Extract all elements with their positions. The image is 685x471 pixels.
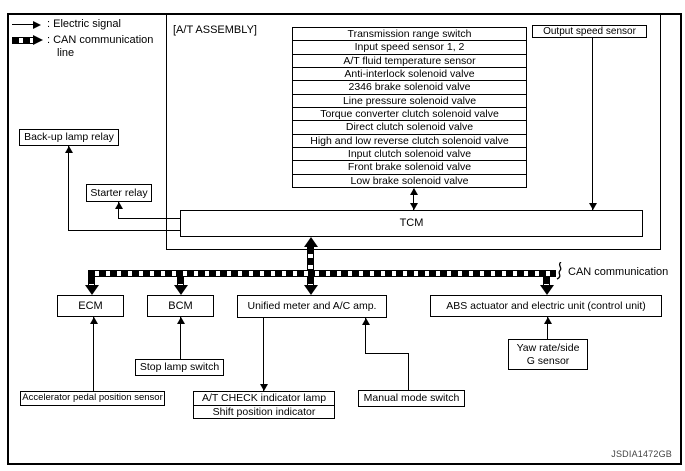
can-abs-drop	[543, 277, 550, 285]
component-line-pressure-solenoid-valve: Line pressure solenoid valve	[293, 95, 526, 108]
yaw-rate-line2: G sensor	[526, 354, 570, 367]
component-input-speed-sensor: Input speed sensor 1, 2	[293, 41, 526, 55]
manual-switch-arrow-icon	[362, 318, 370, 325]
bcm-box: BCM	[147, 295, 214, 317]
component-low-brake-solenoid-valve: Low brake solenoid valve	[350, 174, 469, 187]
legend-electric-arrow-icon	[33, 21, 41, 29]
list-tcm-connector	[413, 189, 414, 210]
unified-atcheck-connector	[263, 318, 264, 391]
legend-can-label: : CAN communication	[47, 34, 154, 46]
stoplamp-bcm-connector	[180, 317, 181, 359]
output-speed-sensor-box: Output speed sensor	[532, 25, 647, 38]
tcm-starter-relay-hline	[118, 218, 180, 219]
yaw-rate-line1: Yaw rate/side	[516, 341, 580, 354]
tcm-box: TCM	[180, 210, 643, 237]
tcm-backup-relay-vline	[68, 146, 69, 231]
stoplamp-bcm-arrow-icon	[177, 317, 185, 324]
shift-position-indicator-box: Shift position indicator	[212, 405, 316, 418]
component-front-brake-solenoid-valve: Front brake solenoid valve	[293, 161, 526, 175]
component-direct-clutch-solenoid-valve: Direct clutch solenoid valve	[293, 121, 526, 135]
can-unified-arrow-down-icon	[304, 285, 318, 295]
at-check-indicator-lamp-box: A/T CHECK indicator lamp	[194, 392, 334, 406]
legend-can-label-line2: line	[57, 47, 75, 59]
ecm-box: ECM	[57, 295, 124, 317]
can-bcm-drop	[177, 277, 184, 285]
figure-code: JSDIA1472GB	[611, 449, 672, 459]
legend-electric-line	[12, 24, 33, 25]
yaw-abs-arrow-icon	[544, 317, 552, 324]
component-anti-interlock-solenoid-valve: Anti-interlock solenoid valve	[293, 68, 526, 82]
list-tcm-arrow-down-icon	[410, 203, 418, 210]
can-brace-icon	[556, 262, 562, 280]
accel-ecm-arrow-icon	[90, 317, 98, 324]
manual-switch-hline	[365, 353, 409, 354]
output-sensor-tcm-arrow-icon	[589, 203, 597, 210]
component-torque-converter-clutch-solenoid-valve: Torque converter clutch solenoid valve	[293, 108, 526, 122]
legend-electric-label: : Electric signal	[47, 18, 121, 30]
manual-switch-vline1	[408, 353, 409, 390]
at-assembly-title: [A/T ASSEMBLY]	[173, 24, 257, 36]
manual-switch-vline2	[365, 318, 366, 354]
accel-ecm-connector	[93, 317, 94, 391]
component-2346-brake-solenoid-valve: 2346 brake solenoid valve	[293, 81, 526, 95]
yaw-rate-g-sensor-box: Yaw rate/side G sensor	[508, 339, 588, 370]
component-at-fluid-temperature-sensor: A/T fluid temperature sensor	[293, 55, 526, 68]
can-communication-label: CAN communication	[568, 266, 669, 278]
can-bus-line	[88, 270, 556, 277]
starter-relay-box: Starter relay	[86, 184, 152, 202]
can-ecm-drop	[88, 277, 95, 285]
can-tcm-arrow-up-icon	[304, 237, 318, 247]
starter-relay-arrow-icon	[115, 202, 123, 209]
backup-lamp-relay-box: Back-up lamp relay	[19, 129, 119, 146]
backup-relay-arrow-icon	[65, 146, 73, 153]
can-unified-drop	[307, 277, 314, 285]
component-input-clutch-solenoid-valve: Input clutch solenoid valve	[293, 148, 526, 162]
can-ecm-arrow-down-icon	[85, 285, 99, 295]
component-transmission-range-switch: Transmission range switch	[293, 28, 526, 42]
can-abs-arrow-down-icon	[540, 285, 554, 295]
accelerator-pedal-position-sensor-box: Accelerator pedal position sensor	[20, 391, 165, 406]
abs-actuator-box: ABS actuator and electric unit (control …	[430, 295, 662, 317]
tcm-starter-relay-vline	[118, 202, 119, 219]
list-tcm-arrow-up-icon	[410, 188, 418, 195]
yaw-abs-connector	[547, 317, 548, 340]
unified-atcheck-arrow-icon	[260, 384, 268, 391]
can-tcm-drop-upper	[307, 247, 314, 270]
output-sensor-tcm-connector	[592, 38, 593, 210]
unified-meter-ac-amp-box: Unified meter and A/C amp.	[237, 295, 387, 318]
stop-lamp-switch-box: Stop lamp switch	[135, 359, 224, 376]
component-high-low-reverse-clutch-solenoid-valve: High and low reverse clutch solenoid val…	[293, 135, 526, 148]
can-bcm-arrow-down-icon	[174, 285, 188, 295]
at-component-list: Transmission range switch Input speed se…	[292, 27, 527, 188]
legend-can-arrow-icon	[33, 35, 43, 45]
legend-can-line	[12, 37, 34, 44]
tcm-backup-relay-hline	[68, 230, 180, 231]
manual-mode-switch-box: Manual mode switch	[358, 390, 465, 407]
indicator-stack: A/T CHECK indicator lamp Shift position …	[193, 391, 335, 419]
